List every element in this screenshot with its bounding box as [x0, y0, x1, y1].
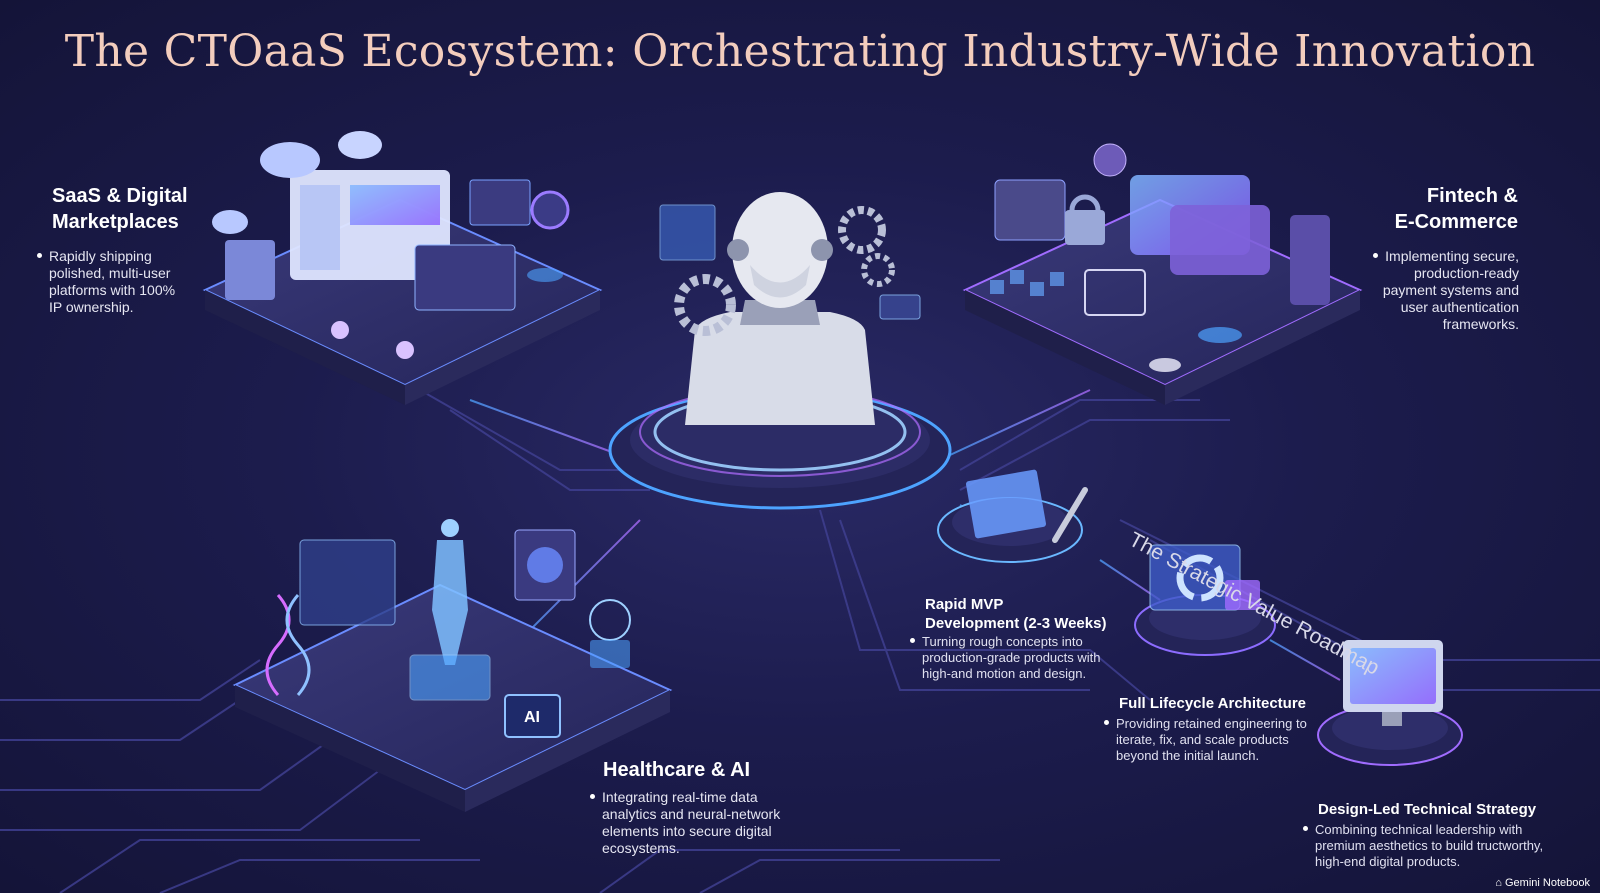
bullet-dot [1373, 252, 1379, 258]
roadmap-step-2-text-1: Providing retained engineering to [1116, 716, 1307, 731]
fintech-heading-line-2: E-Commerce [1394, 211, 1518, 233]
notebook-icon: ⌂ [1495, 877, 1505, 889]
bullet-dot [590, 793, 595, 799]
healthcare-heading: Healthcare & AI [603, 759, 751, 781]
roadmap-step-3-text-3: high-end digital products. [1315, 854, 1461, 869]
fintech-bullet-text-1: Implementing secure, [1385, 248, 1519, 264]
roadmap-step-1-text-2: production-grade products with [922, 650, 1101, 665]
healthcare-bullet: Integrating real-time data analytics and… [590, 789, 780, 857]
saas-bullet-text-1: Rapidly shipping [49, 248, 152, 264]
ai-chip-label: AI [524, 709, 540, 726]
roadmap-node-3 [1317, 640, 1463, 766]
bullet-dot [910, 638, 915, 644]
saas-bullet: Rapidly shipping polished, multi-user pl… [37, 248, 175, 316]
roadmap-step-2-bullet: Providing retained engineering to iterat… [1104, 716, 1307, 764]
watermark-text: Gemini Notebook [1505, 877, 1590, 889]
healthcare-bullet-text-4: ecosystems. [602, 840, 680, 856]
roadmap-step-2-bullet-line: Providing retained engineering to [1104, 716, 1307, 732]
saas-heading: SaaS & Digital Marketplaces [52, 183, 188, 235]
saas-bullet-line: Rapidly shipping [37, 248, 175, 265]
saas-bullet-text-3: platforms with 100% [49, 282, 176, 298]
roadmap-step-2-text-2: iterate, fix, and scale products [1116, 732, 1289, 747]
healthcare-platform-illustration: AI [232, 519, 673, 812]
bullet-dot [1303, 826, 1308, 832]
roadmap-node-2 [1134, 544, 1276, 656]
circuit-lines [0, 389, 1600, 893]
roadmap-step-3-text-1: Combining technical leadership with [1315, 822, 1523, 837]
roadmap-step-1-text-1: Turning rough concepts into [922, 634, 1083, 649]
saas-heading-line-1: SaaS & Digital [52, 185, 188, 207]
fintech-platform-illustration [962, 143, 1363, 405]
fintech-bullet-text-3: payment systems and [1382, 282, 1519, 298]
roadmap-step-2-heading: Full Lifecycle Architecture [1119, 695, 1307, 712]
healthcare-bullet-line: Integrating real-time data [590, 789, 780, 806]
fintech-bullet-text-5: frameworks. [1442, 316, 1519, 332]
page-title: The CTOaaS Ecosystem: Orchestrating Indu… [64, 26, 1536, 77]
roadmap-step-1-text-3: high-and motion and design. [922, 666, 1087, 681]
roadmap-step-3-bullet: Combining technical leadership with prem… [1303, 822, 1543, 870]
saas-bullet-text-2: polished, multi-user [49, 265, 171, 281]
roadmap-step-1-bullet-line: Turning rough concepts into [910, 634, 1101, 650]
saas-heading-line-2: Marketplaces [52, 211, 179, 233]
roadmap-step-1-bullet: Turning rough concepts into production-g… [910, 634, 1101, 682]
watermark: ⌂ Gemini Notebook [1495, 877, 1590, 889]
roadmap-step-3-heading: Design-Led Technical Strategy [1318, 801, 1537, 818]
healthcare-bullet-text-3: elements into secure digital [602, 823, 772, 839]
fintech-bullet-line: Implementing secure, [1373, 248, 1519, 265]
roadmap-step-3-text-2: premium aesthetics to build tructworthy, [1315, 838, 1544, 853]
roadmap-node-1 [937, 469, 1088, 563]
fintech-heading: Fintech & E-Commerce [1395, 183, 1518, 235]
fintech-heading-line-1: Fintech & [1426, 185, 1518, 207]
glowing-circuit-lines [469, 389, 1341, 681]
roadmap-step-3-bullet-line: Combining technical leadership with [1303, 822, 1543, 838]
roadmap-step-2-text-3: beyond the initial launch. [1116, 748, 1260, 763]
robot-hub-illustration [608, 192, 952, 510]
healthcare-bullet-text-1: Integrating real-time data [602, 789, 758, 805]
roadmap-step-1-heading-line-2: Development (2-3 Weeks) [925, 615, 1107, 632]
healthcare-bullet-text-2: analytics and neural-network [602, 806, 781, 822]
roadmap-step-1-heading: Rapid MVP Development (2-3 Weeks) [925, 595, 1106, 633]
fintech-bullet-text-4: user authentication [1400, 299, 1519, 315]
roadmap-step-1-heading-line-1: Rapid MVP [925, 596, 1004, 613]
fintech-bullet-text-2: production-ready [1413, 265, 1519, 281]
fintech-bullet: Implementing secure, production-ready pa… [1373, 248, 1519, 333]
bullet-dot [37, 252, 42, 258]
saas-platform-illustration [202, 131, 603, 405]
saas-bullet-text-4: IP ownership. [49, 299, 134, 315]
bullet-dot [1104, 720, 1109, 726]
